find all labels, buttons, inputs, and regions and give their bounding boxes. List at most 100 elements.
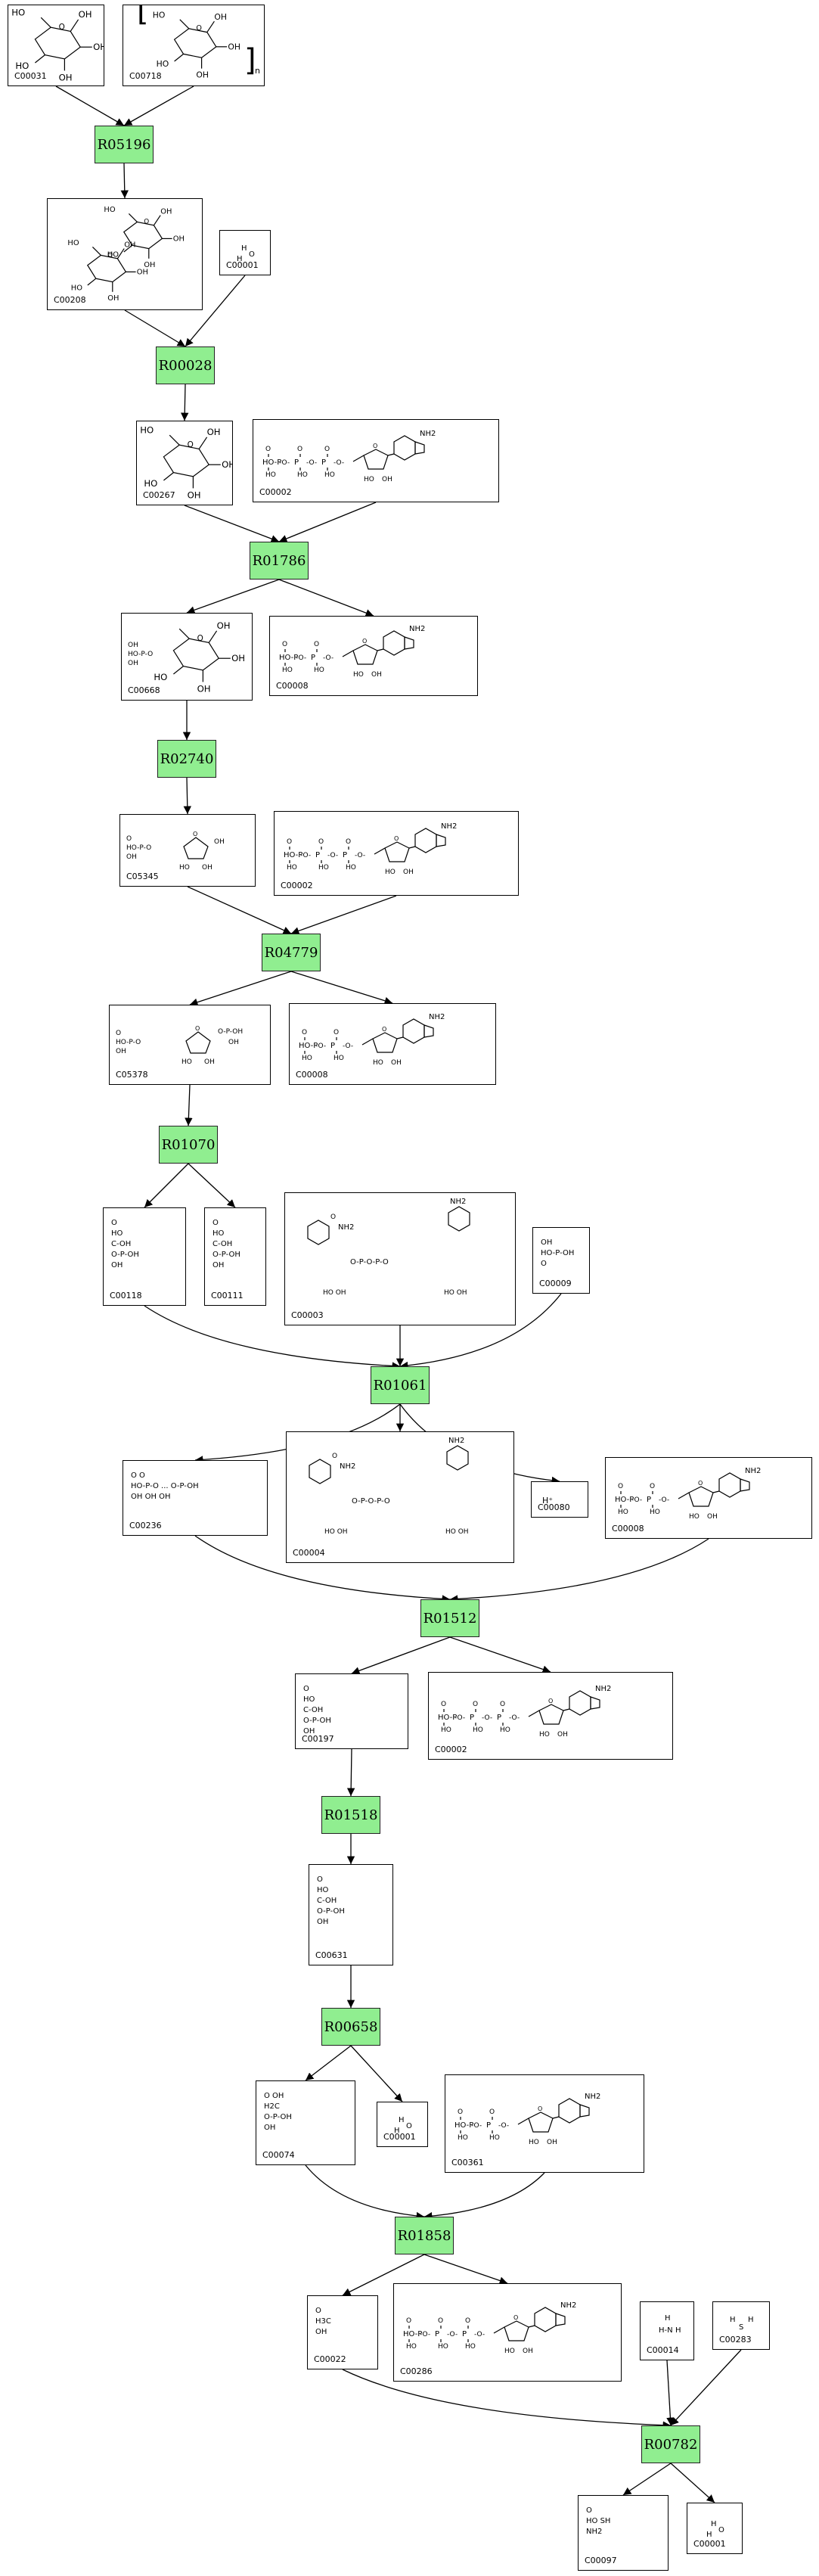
svg-text:HO: HO — [406, 2343, 417, 2351]
svg-text:H: H — [748, 2316, 754, 2324]
edge-c00022-r00782 — [342, 2369, 672, 2429]
svg-text:NH2: NH2 — [585, 2093, 600, 2101]
svg-text:-O-: -O- — [315, 1043, 326, 1050]
svg-text:O: O — [346, 838, 351, 846]
reaction-r04779[interactable]: R04779 — [262, 934, 321, 971]
svg-text:NH2: NH2 — [420, 430, 436, 438]
reaction-r05196[interactable]: R05196 — [95, 126, 154, 163]
svg-text:HO: HO — [154, 672, 167, 682]
svg-text:P: P — [343, 851, 347, 859]
svg-text:P: P — [497, 1714, 501, 1722]
svg-text:]: ] — [244, 43, 256, 78]
reaction-r01858[interactable]: R01858 — [395, 2217, 454, 2254]
svg-text:HO: HO — [473, 1726, 483, 1734]
reaction-r01786[interactable]: R01786 — [250, 542, 309, 580]
reaction-r00028[interactable]: R00028 — [156, 346, 215, 384]
svg-text:H2C: H2C — [264, 2102, 280, 2111]
reaction-r02740[interactable]: R02740 — [157, 740, 216, 778]
svg-text:HO-P: HO-P — [438, 1714, 457, 1722]
edge-r00782-c00097 — [622, 2463, 672, 2496]
compound-c00080[interactable]: H⁺C00080 — [531, 1481, 588, 1518]
svg-text:OH: OH — [197, 683, 211, 694]
svg-text:O: O — [513, 2314, 518, 2321]
svg-text:O: O — [458, 2108, 463, 2116]
svg-text:O: O — [332, 1453, 337, 1460]
svg-text:H: H — [665, 2314, 671, 2323]
reaction-r01518[interactable]: R01518 — [321, 1796, 380, 1834]
svg-text:H: H — [730, 2316, 736, 2324]
svg-text:O-P-OH: O-P-OH — [218, 1028, 243, 1036]
compound-id-label: C00668 — [128, 685, 160, 695]
reaction-r00782[interactable]: R00782 — [641, 2425, 700, 2463]
svg-text:O: O — [193, 831, 197, 837]
svg-text:O: O — [302, 1029, 307, 1036]
svg-text:OH: OH — [196, 70, 209, 80]
svg-text:O: O — [111, 1219, 117, 1227]
svg-text:-O-: -O- — [454, 1714, 465, 1722]
compound-id-label: C00014 — [647, 2345, 679, 2355]
compound-id-label: C00001 — [226, 260, 259, 270]
compound-id-label: C00267 — [143, 490, 175, 500]
svg-text:HO: HO — [650, 1509, 660, 1516]
svg-text:HO: HO — [314, 667, 324, 674]
svg-text:-O-: -O- — [659, 1496, 669, 1504]
svg-text:HO: HO — [539, 1731, 550, 1739]
svg-text:HO-P-OH: HO-P-OH — [541, 1249, 574, 1257]
reaction-r01070[interactable]: R01070 — [159, 1126, 218, 1164]
svg-text:O: O — [126, 835, 132, 843]
svg-text:HO-P: HO-P — [403, 2330, 422, 2338]
reaction-r01061[interactable]: R01061 — [371, 1366, 430, 1404]
structure-drawing: HHO — [706, 2520, 724, 2539]
svg-text:OH: OH — [111, 1261, 123, 1269]
compound-id-label: C00004 — [293, 1548, 325, 1558]
svg-text:HO: HO — [144, 478, 157, 489]
edge-c00197-r01518 — [346, 1748, 355, 1797]
svg-text:-O-: -O- — [279, 459, 290, 467]
reaction-r00658[interactable]: R00658 — [321, 2008, 380, 2046]
svg-text:HO: HO — [287, 864, 297, 872]
svg-text:O: O — [314, 641, 319, 648]
reaction-r01512[interactable]: R01512 — [420, 1599, 479, 1637]
svg-text:HO-P: HO-P — [454, 2121, 473, 2130]
svg-text:HO: HO — [181, 1058, 192, 1066]
edge-c00002b-r04779 — [290, 895, 397, 935]
edge-c05345-r04779 — [187, 886, 292, 934]
svg-text:O-P-OH: O-P-OH — [317, 1907, 345, 1916]
